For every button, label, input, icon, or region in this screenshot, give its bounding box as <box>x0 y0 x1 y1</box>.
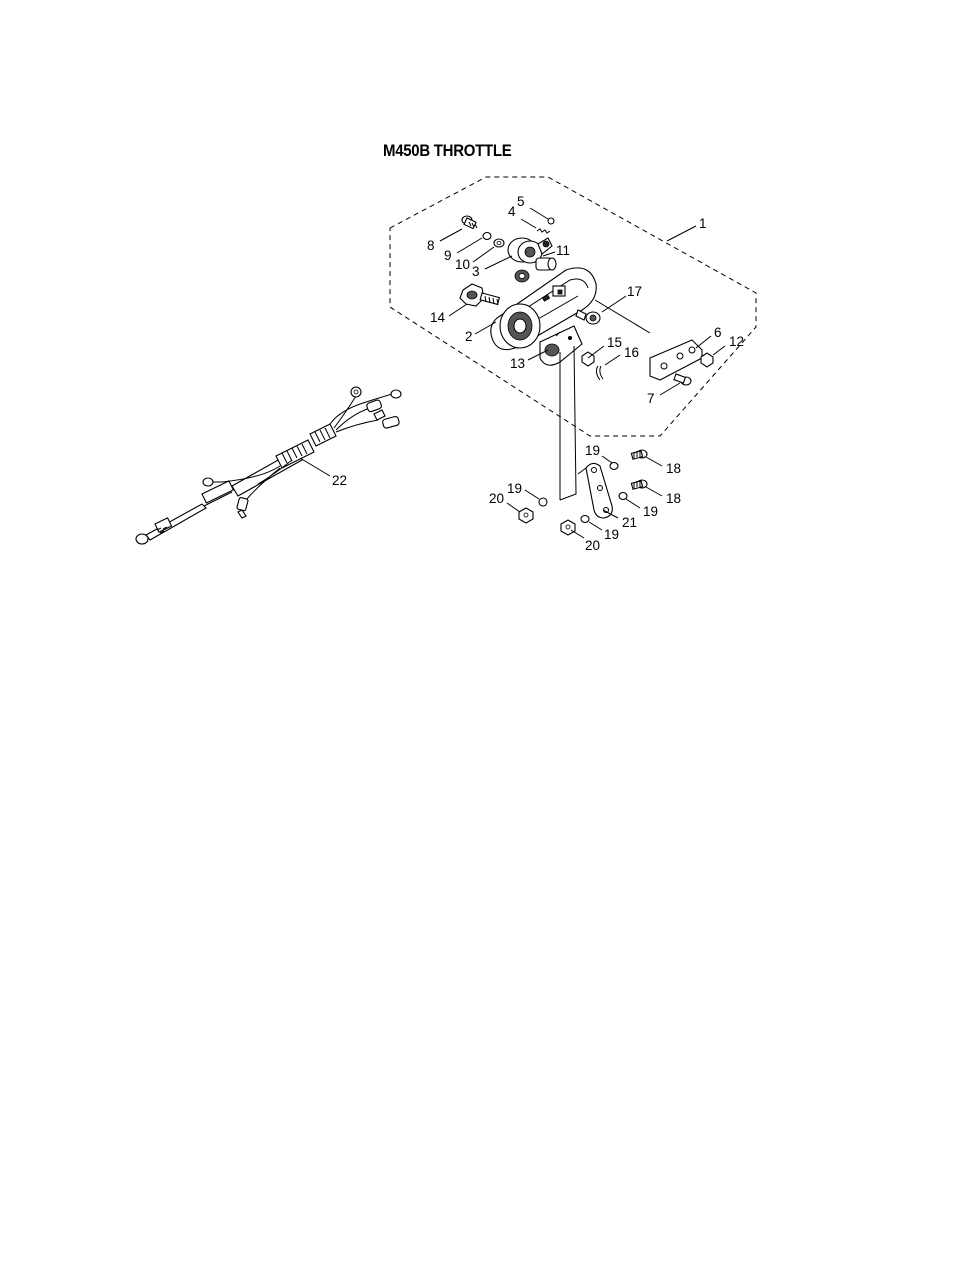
nut <box>581 351 595 367</box>
label-19: 19 <box>507 481 522 496</box>
label-18: 18 <box>666 461 681 476</box>
lever-housing <box>490 267 597 351</box>
pan-screw <box>461 215 478 230</box>
label-21: 21 <box>622 515 637 530</box>
bolt <box>673 373 692 386</box>
label-19: 19 <box>604 527 619 542</box>
cotter-pin <box>595 365 604 381</box>
label-3: 3 <box>472 264 480 279</box>
knob-bolt <box>459 283 501 307</box>
throttle-cable-harness <box>135 386 402 545</box>
label-12: 12 <box>729 334 744 349</box>
assembly-boundary <box>389 176 757 437</box>
label-4: 4 <box>508 204 516 219</box>
label-19: 19 <box>585 443 600 458</box>
label-19: 19 <box>643 504 658 519</box>
nut <box>700 352 714 368</box>
screw <box>630 479 648 490</box>
washer <box>482 231 492 241</box>
label-14: 14 <box>430 310 446 325</box>
part-labels: 1 5 4 8 9 10 3 11 14 2 17 13 15 16 6 12 … <box>332 194 744 553</box>
friction-knob <box>507 237 553 264</box>
spring <box>536 228 551 234</box>
washer <box>609 461 619 471</box>
label-2: 2 <box>465 329 473 344</box>
screw <box>630 449 648 460</box>
label-22: 22 <box>332 473 347 488</box>
label-5: 5 <box>517 194 525 209</box>
label-10: 10 <box>455 257 470 272</box>
washer <box>580 514 590 524</box>
cable-route-line <box>559 345 577 501</box>
label-16: 16 <box>624 345 639 360</box>
label-17: 17 <box>627 284 642 299</box>
diagram-title: M450B THROTTLE <box>383 141 512 160</box>
label-6: 6 <box>714 325 722 340</box>
washer <box>538 497 548 507</box>
hex-bolt <box>575 309 601 325</box>
label-9: 9 <box>444 248 452 263</box>
label-7: 7 <box>647 391 655 406</box>
label-18: 18 <box>666 491 681 506</box>
cable-mount-plate <box>577 462 613 519</box>
label-11: 11 <box>556 243 570 258</box>
label-20: 20 <box>489 491 504 506</box>
collar <box>514 257 557 283</box>
throttle-lever-plate <box>539 325 583 366</box>
washer <box>618 491 628 501</box>
label-1: 1 <box>699 216 707 231</box>
detent-ball <box>547 217 555 225</box>
label-8: 8 <box>427 238 435 253</box>
leader-lines <box>299 207 726 539</box>
label-13: 13 <box>510 356 525 371</box>
label-15: 15 <box>607 335 622 350</box>
label-20: 20 <box>585 538 600 553</box>
